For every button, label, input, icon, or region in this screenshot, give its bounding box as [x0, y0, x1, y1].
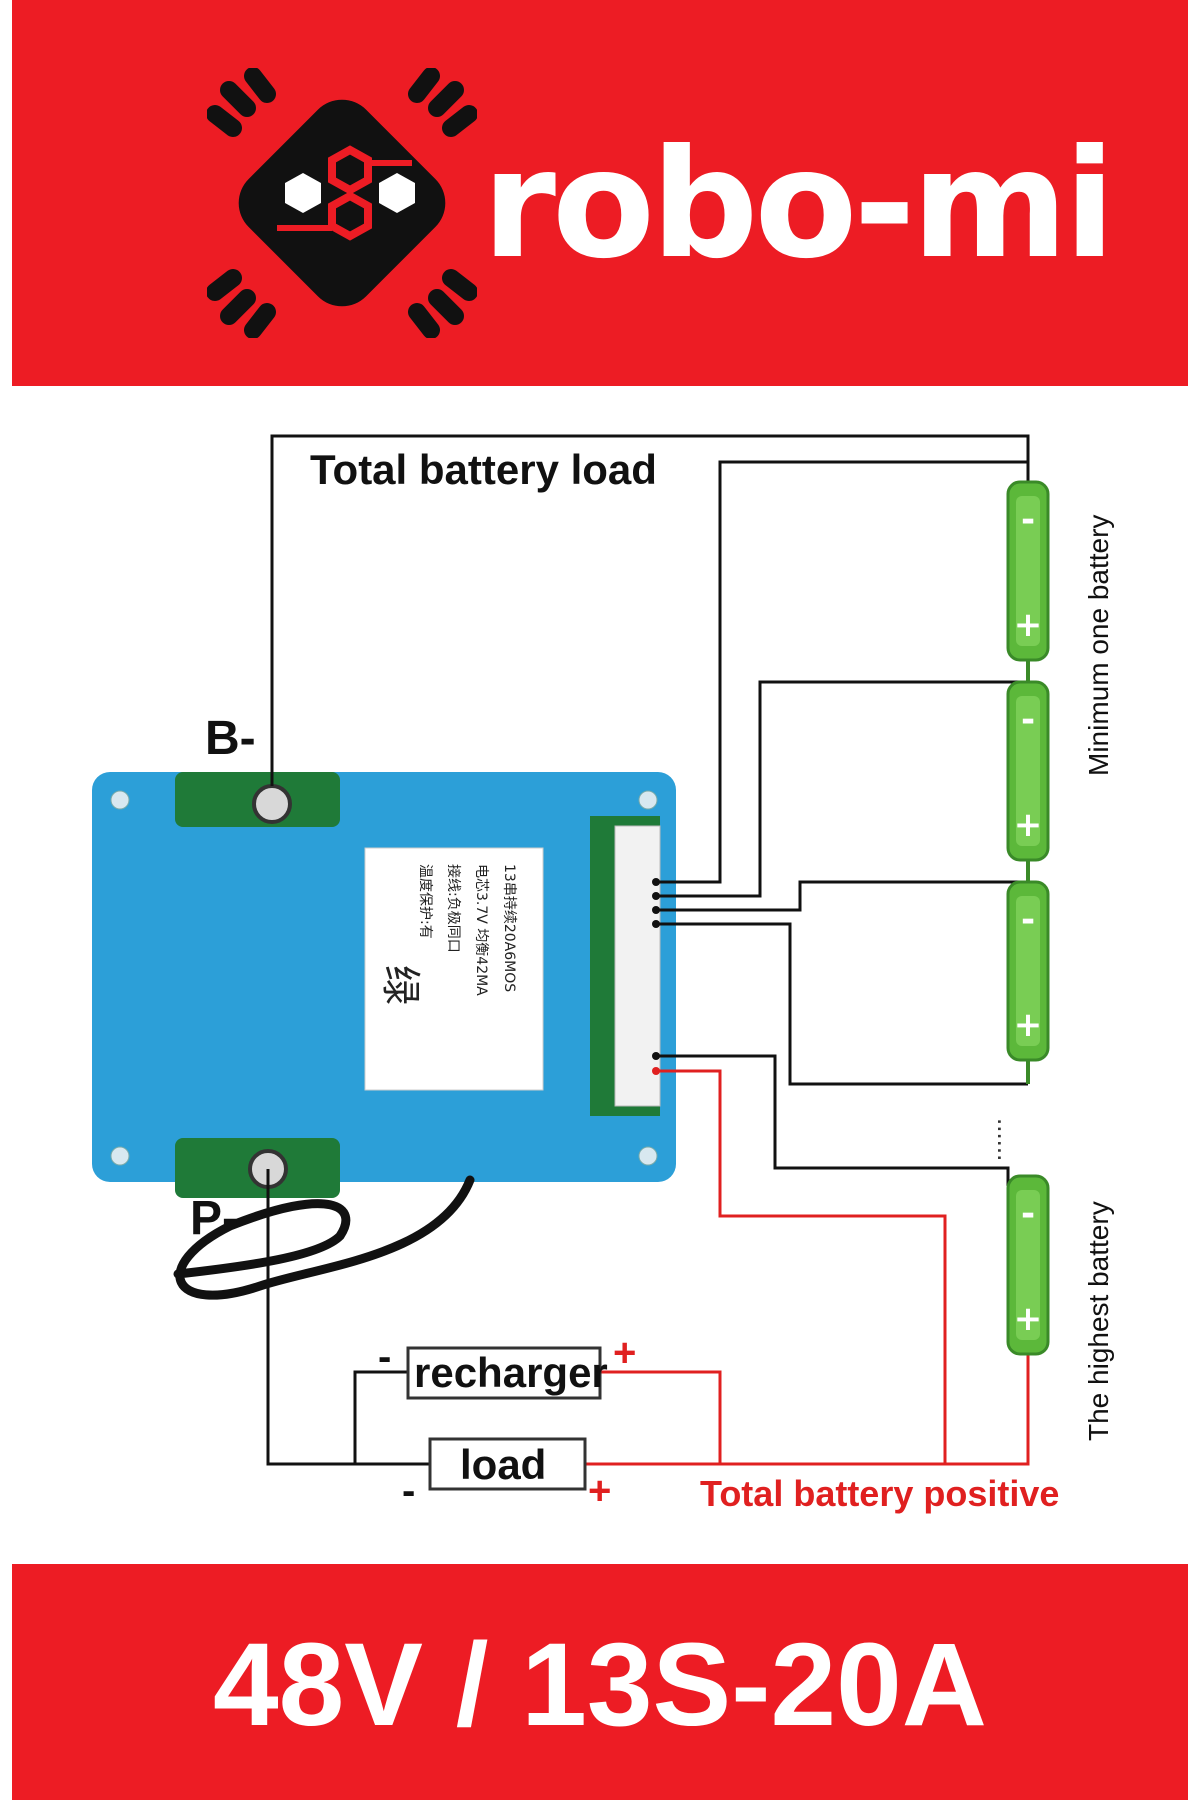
- b-minus-terminal: [252, 784, 292, 824]
- label-total-positive: Total battery positive: [700, 1473, 1059, 1514]
- sticker-line-4: 温度保护:有: [417, 864, 433, 939]
- svg-text:+: +: [1014, 1299, 1043, 1339]
- battery-cell: [1006, 1174, 1050, 1356]
- recharger-minus-sign: -: [378, 1335, 391, 1379]
- sticker-line-3: 接线:负极同口: [445, 864, 462, 953]
- bms-wiring-diagram: 13串持续20A6MOS 电芯3.7V 均衡42MA 接线:负极同口 温度保护:…: [92, 434, 1114, 1514]
- label-min-battery: Minimum one battery: [1083, 515, 1114, 776]
- red-wires: [585, 1069, 1030, 1466]
- bottom-banner: 48V / 13S-20A: [12, 1564, 1188, 1800]
- svg-text:-: -: [1021, 500, 1035, 540]
- svg-text:+: +: [1014, 1005, 1043, 1045]
- sticker-mark: 绿: [377, 965, 423, 1005]
- black-wires: [266, 434, 1030, 1466]
- svg-text:+: +: [1014, 805, 1043, 845]
- spec-title: 48V / 13S-20A: [212, 1619, 988, 1751]
- load-minus-sign: -: [402, 1469, 415, 1513]
- label-b-minus: B-: [205, 712, 256, 765]
- svg-text:-: -: [1021, 1194, 1035, 1234]
- label-total-load: Total battery load: [310, 446, 657, 493]
- svg-text:-: -: [1021, 900, 1035, 940]
- load-plus-sign: +: [588, 1469, 611, 1513]
- hexagon-gear-logo-icon: [207, 68, 477, 338]
- board-sticker: [364, 847, 544, 1091]
- battery-ellipsis: ......: [992, 1118, 1022, 1161]
- label-recharger: recharger: [414, 1349, 608, 1396]
- recharger-plus-sign: +: [613, 1331, 636, 1375]
- battery-cell: [1006, 680, 1050, 862]
- sticker-line-2: 电芯3.7V 均衡42MA: [473, 864, 489, 996]
- battery-cell: [1006, 480, 1050, 662]
- brand-name: robo-mi: [482, 118, 1115, 292]
- svg-text:+: +: [1014, 605, 1043, 645]
- temperature-probe-cable: [173, 1175, 475, 1300]
- load-box: [428, 1437, 587, 1491]
- label-highest-battery: The highest battery: [1083, 1201, 1114, 1441]
- bms-board: 13串持续20A6MOS 电芯3.7V 均衡42MA 接线:负极同口 温度保护:…: [92, 772, 676, 1198]
- top-banner: robo-mi: [12, 0, 1188, 386]
- recharger-box: [406, 1346, 602, 1400]
- label-load: load: [460, 1441, 546, 1488]
- label-p-minus: P-: [190, 1192, 238, 1245]
- svg-text:-: -: [1021, 700, 1035, 740]
- sticker-line-1: 13串持续20A6MOS: [501, 864, 518, 992]
- battery-cell: [1006, 880, 1050, 1062]
